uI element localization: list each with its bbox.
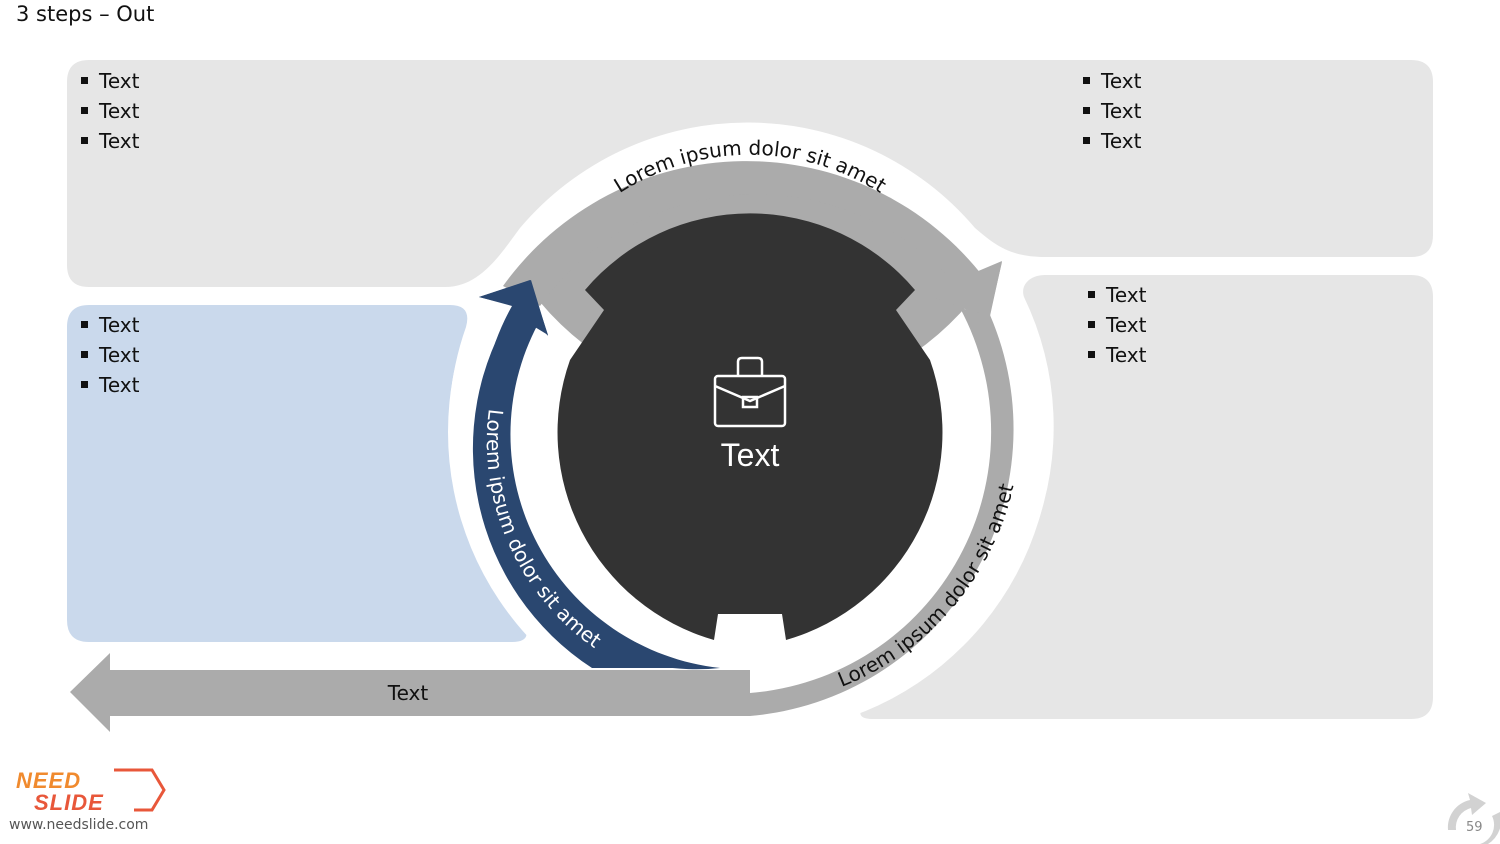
list-item: Text [1086,280,1146,310]
panel-top-right-list: Text Text Text [1081,66,1141,156]
out-arrow [70,653,750,732]
list-item: Text [1086,310,1146,340]
panel-top [67,60,1433,287]
list-item: Text [79,126,139,156]
list-item: Text [1086,340,1146,370]
slide-title: 3 steps – Out [16,2,155,26]
list-item: Text [79,96,139,126]
footer-url[interactable]: www.needslide.com [9,817,149,833]
list-item: Text [79,370,139,400]
needslide-logo: NEED SLIDE [16,768,166,815]
briefcase-icon [713,356,787,428]
out-arrow-label: Text [387,681,429,705]
arc-arrow-right [750,308,1014,716]
list-item: Text [79,310,139,340]
panel-top-left-list: Text Text Text [79,66,139,156]
list-item: Text [79,340,139,370]
list-item: Text [1081,126,1141,156]
page-number: 59 [1466,820,1483,835]
corner-cycle-icon [1447,793,1500,844]
list-item: Text [1081,96,1141,126]
panel-left-list: Text Text Text [79,310,139,400]
center-label: Text [721,437,780,473]
list-item: Text [1081,66,1141,96]
svg-text:NEED: NEED [16,768,81,793]
svg-text:SLIDE: SLIDE [34,790,104,815]
panel-right [860,275,1433,719]
panel-right-list: Text Text Text [1086,280,1146,370]
panel-left [67,305,527,642]
list-item: Text [79,66,139,96]
